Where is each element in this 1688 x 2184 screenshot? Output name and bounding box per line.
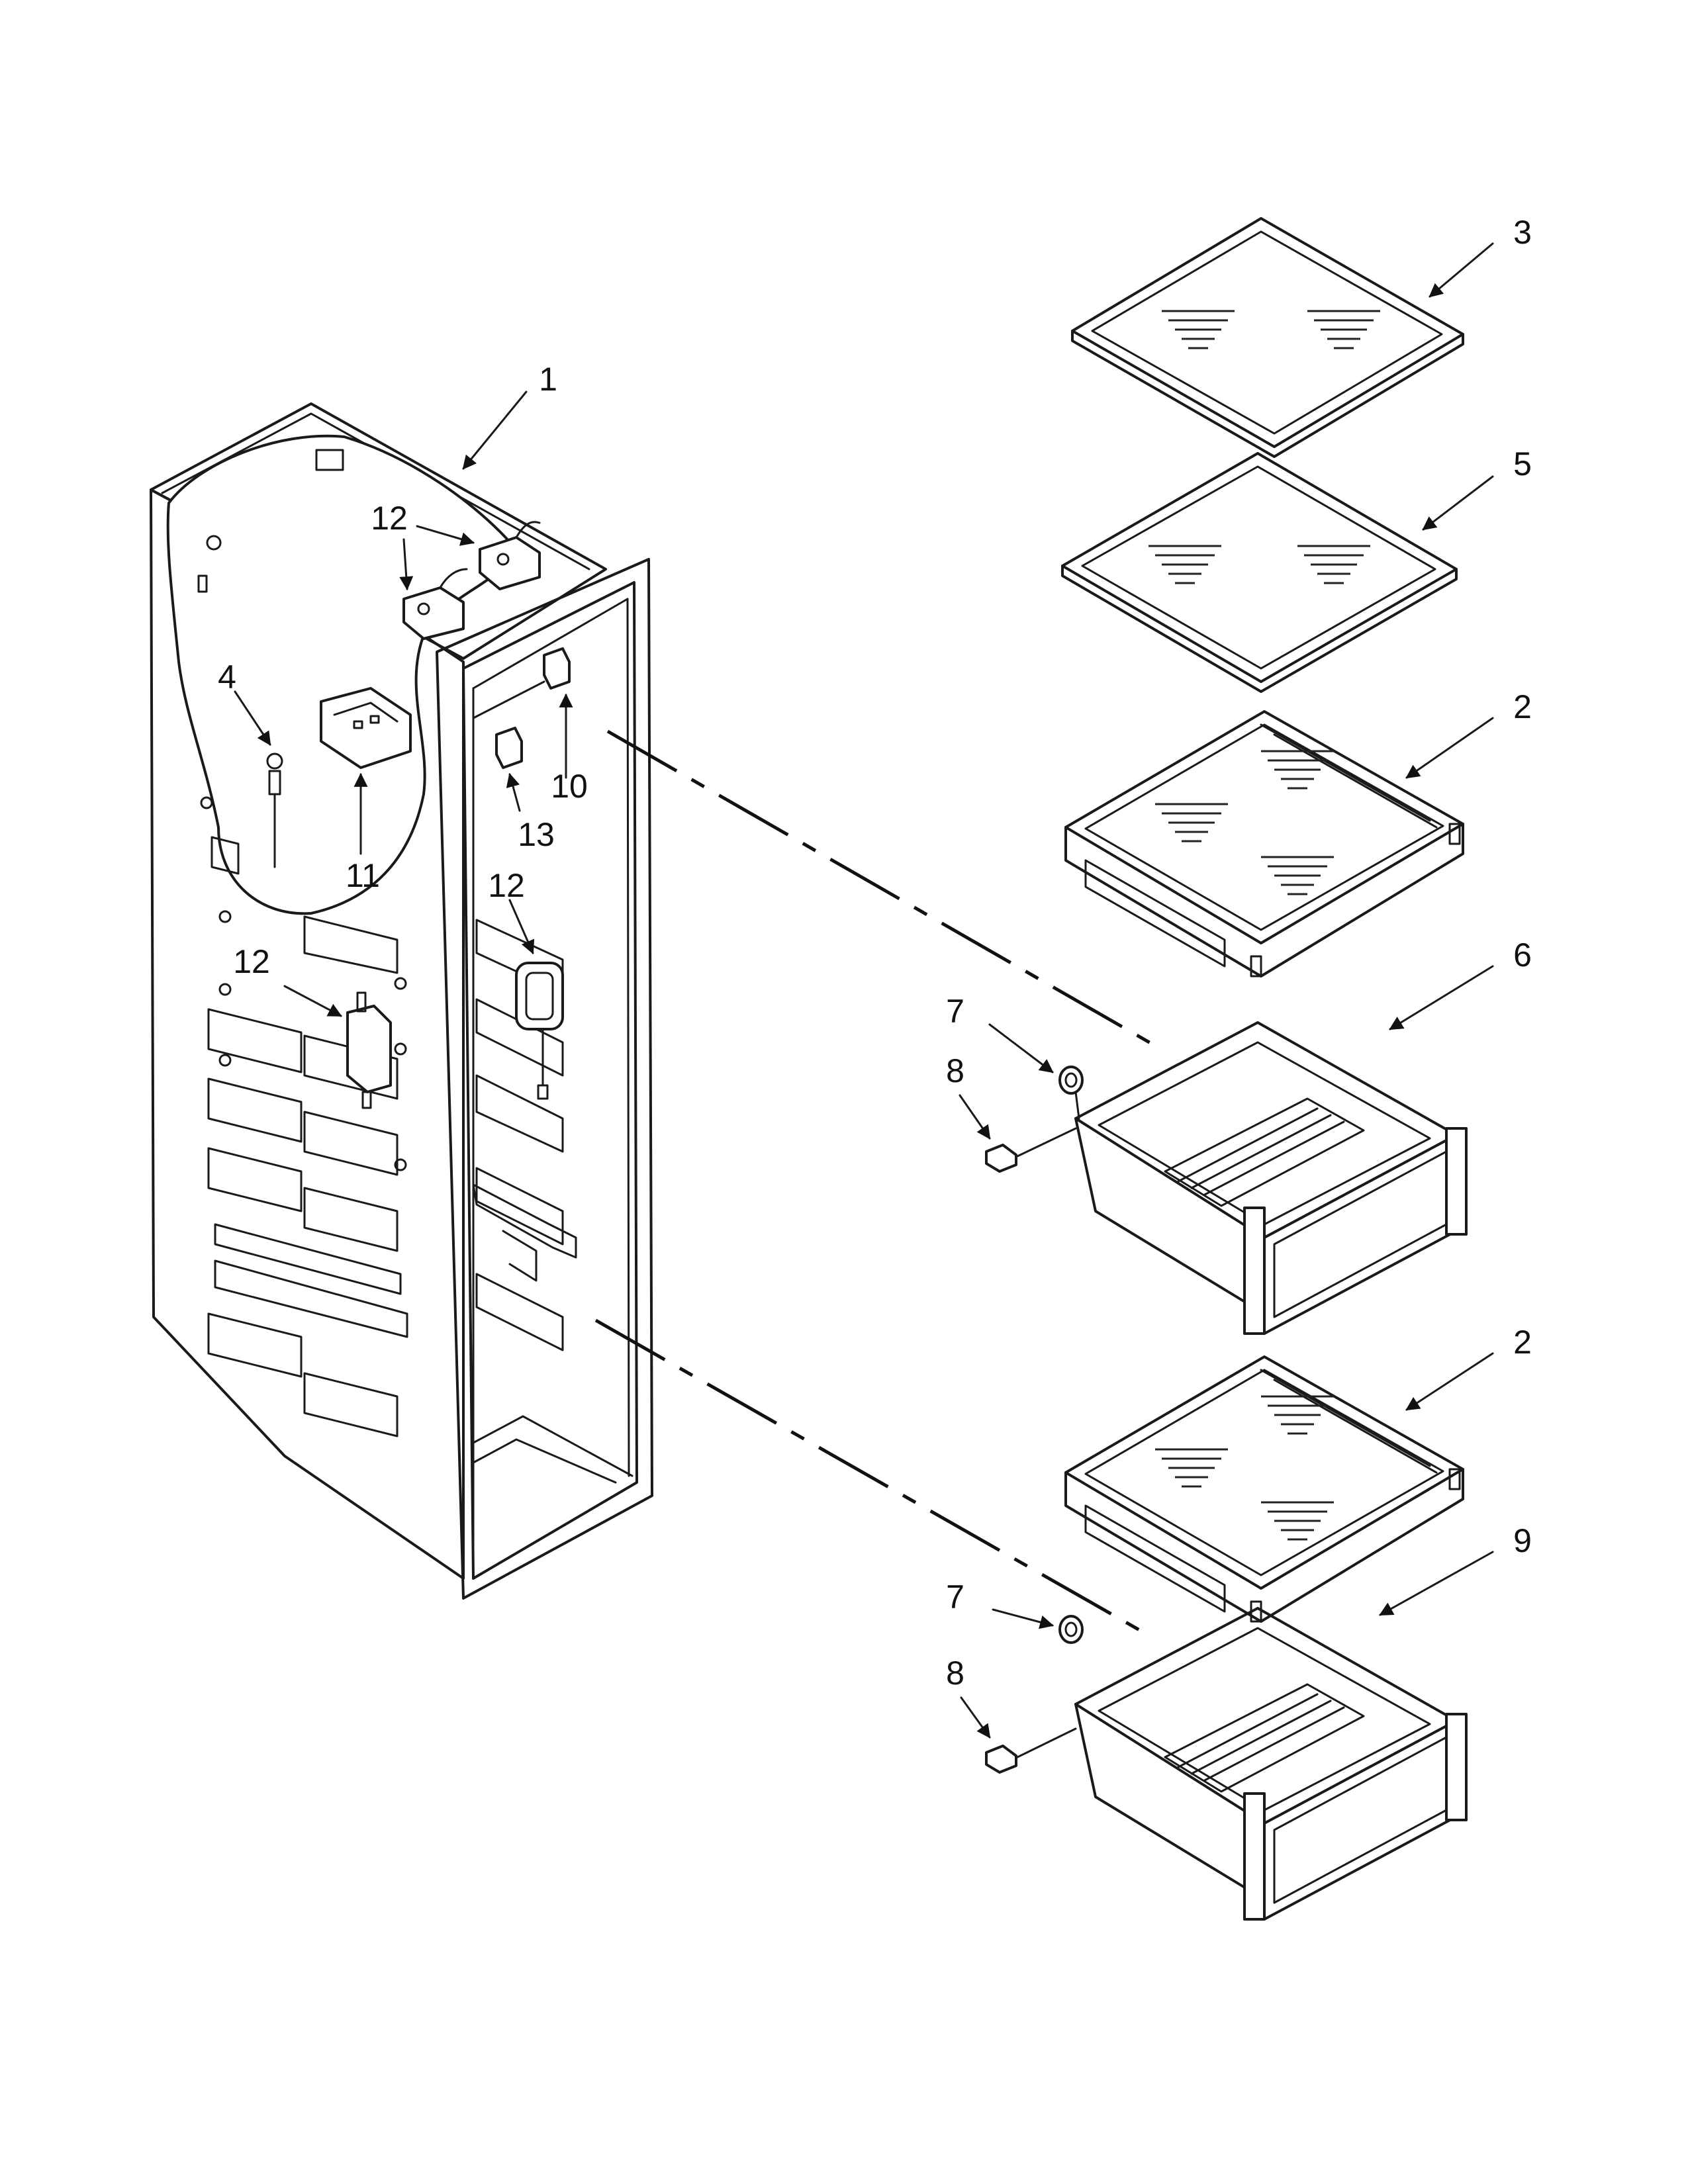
- callout-5: 5: [1513, 445, 1532, 482]
- callout-12-side: 12: [233, 943, 270, 980]
- switch-part-10: [472, 647, 571, 719]
- lamp-socket-top-right: [479, 521, 541, 590]
- callout-7-lower: 7: [946, 1578, 964, 1615]
- callout-2-lower: 2: [1513, 1324, 1532, 1361]
- callout-2-upper: 2: [1513, 688, 1532, 725]
- pin-8-upper: [985, 1127, 1077, 1173]
- pin-8-lower: [985, 1727, 1077, 1774]
- callout-4: 4: [218, 659, 236, 696]
- light-housing-part: [320, 687, 412, 769]
- switch-part-13: [495, 727, 523, 769]
- roller-7-lower: [1058, 1615, 1084, 1644]
- callout-11: 11: [346, 857, 380, 894]
- callout-8-lower: 8: [946, 1655, 964, 1692]
- crisper-drawer-6: [1074, 1021, 1468, 1335]
- callout-12-top: 12: [371, 500, 408, 537]
- callout-leaders: [234, 242, 1494, 1739]
- alignment-line-upper: [606, 729, 1156, 1048]
- callout-1: 1: [539, 361, 557, 398]
- lamp-socket-side-wall: [346, 991, 392, 1109]
- callout-12-inner: 12: [488, 867, 525, 904]
- alignment-line-lower: [594, 1318, 1143, 1633]
- framed-shelf-2-lower: [1064, 1355, 1464, 1623]
- thermistor-part: [266, 752, 283, 868]
- roller-7-upper: [1058, 1066, 1084, 1120]
- callout-9: 9: [1513, 1522, 1532, 1559]
- framed-shelf-2-upper: [1064, 710, 1464, 978]
- refrigerator-liner: [150, 402, 653, 1600]
- callout-10: 10: [551, 768, 588, 805]
- callout-13: 13: [518, 816, 555, 853]
- glass-shelf-5: [1061, 452, 1458, 693]
- callout-8-upper: 8: [946, 1052, 964, 1089]
- glass-shelf-3: [1071, 217, 1464, 458]
- lamp-socket-inner-side: [515, 962, 564, 1100]
- crisper-drawer-9: [1074, 1607, 1468, 1921]
- callout-7-upper: 7: [946, 993, 964, 1030]
- callout-3: 3: [1513, 214, 1532, 251]
- lamp-socket-top-left: [402, 568, 468, 640]
- callout-6: 6: [1513, 936, 1532, 974]
